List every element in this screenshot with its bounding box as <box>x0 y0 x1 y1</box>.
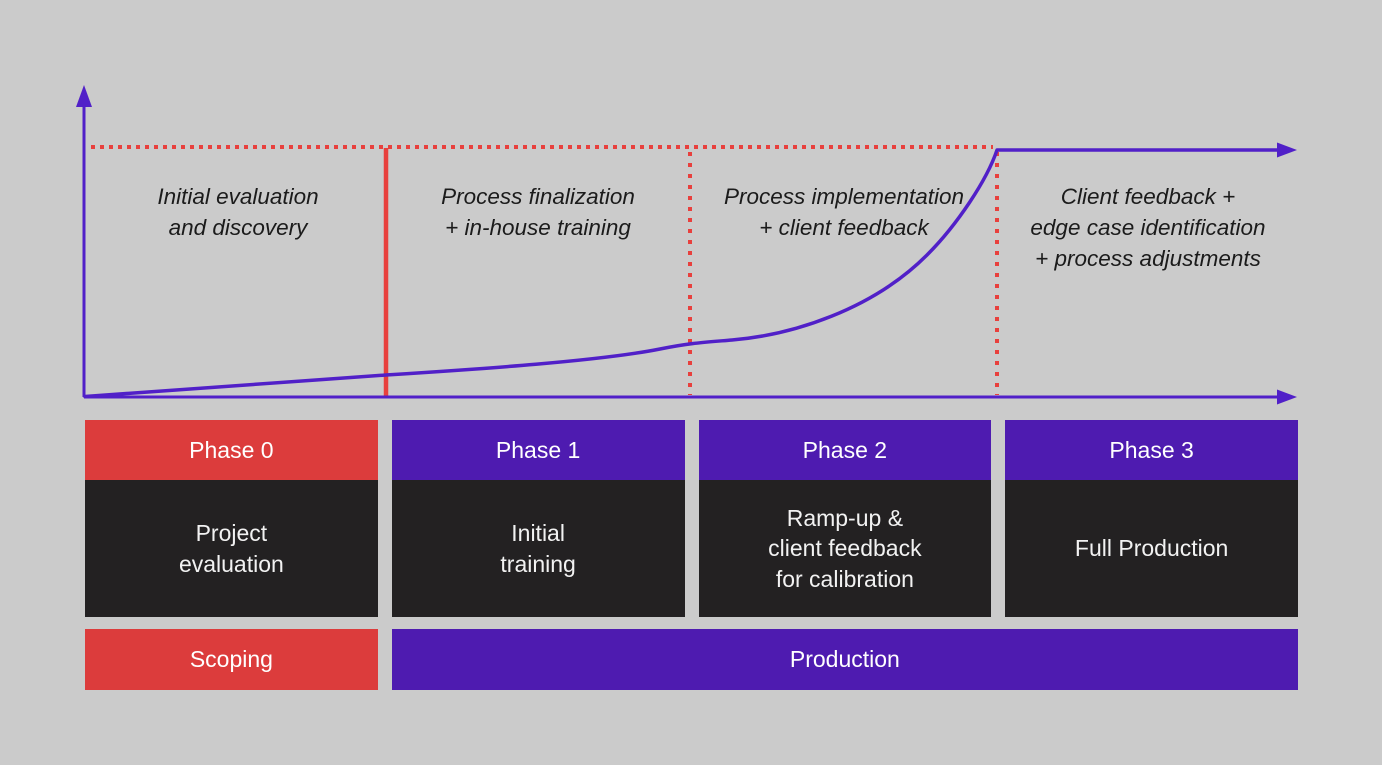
phase-box-3: Phase 3 Full Production <box>1005 420 1298 617</box>
ramp-up-curve <box>83 148 1282 399</box>
production-bar: Production <box>391 629 1298 690</box>
region-label-phase3: Client feedback + edge case identificati… <box>1030 184 1266 271</box>
phase2-body: Ramp-up & client feedback for calibratio… <box>698 480 992 617</box>
phase1-body: Initial training <box>391 480 685 617</box>
scoping-bar: Scoping <box>85 629 378 690</box>
x-axis-arrow-icon <box>1277 389 1297 405</box>
region-label-phase1: Process finalization + in-house training <box>441 184 635 240</box>
curve-arrow-icon <box>1277 142 1297 158</box>
phase1-header: Phase 1 <box>391 420 685 480</box>
growth-chart <box>76 85 1297 405</box>
phase3-body: Full Production <box>1005 480 1298 617</box>
phase-box-0: Phase 0 Project evaluation <box>85 420 378 617</box>
y-axis-arrow-icon <box>76 85 92 107</box>
phase-box-2: Phase 2 Ramp-up & client feedback for ca… <box>698 420 992 617</box>
region-label-phase0: Initial evaluation and discovery <box>157 184 319 240</box>
phase-box-1: Phase 1 Initial training <box>391 420 685 617</box>
timeline-row: Scoping Production <box>85 629 1298 690</box>
phase0-body: Project evaluation <box>85 480 378 617</box>
phase3-header: Phase 3 <box>1005 420 1298 480</box>
phase2-header: Phase 2 <box>698 420 992 480</box>
phase0-header: Phase 0 <box>85 420 378 480</box>
phase-boxes-row: Phase 0 Project evaluation Phase 1 Initi… <box>85 420 1298 617</box>
region-label-phase2: Process implementation + client feedback <box>723 184 965 240</box>
